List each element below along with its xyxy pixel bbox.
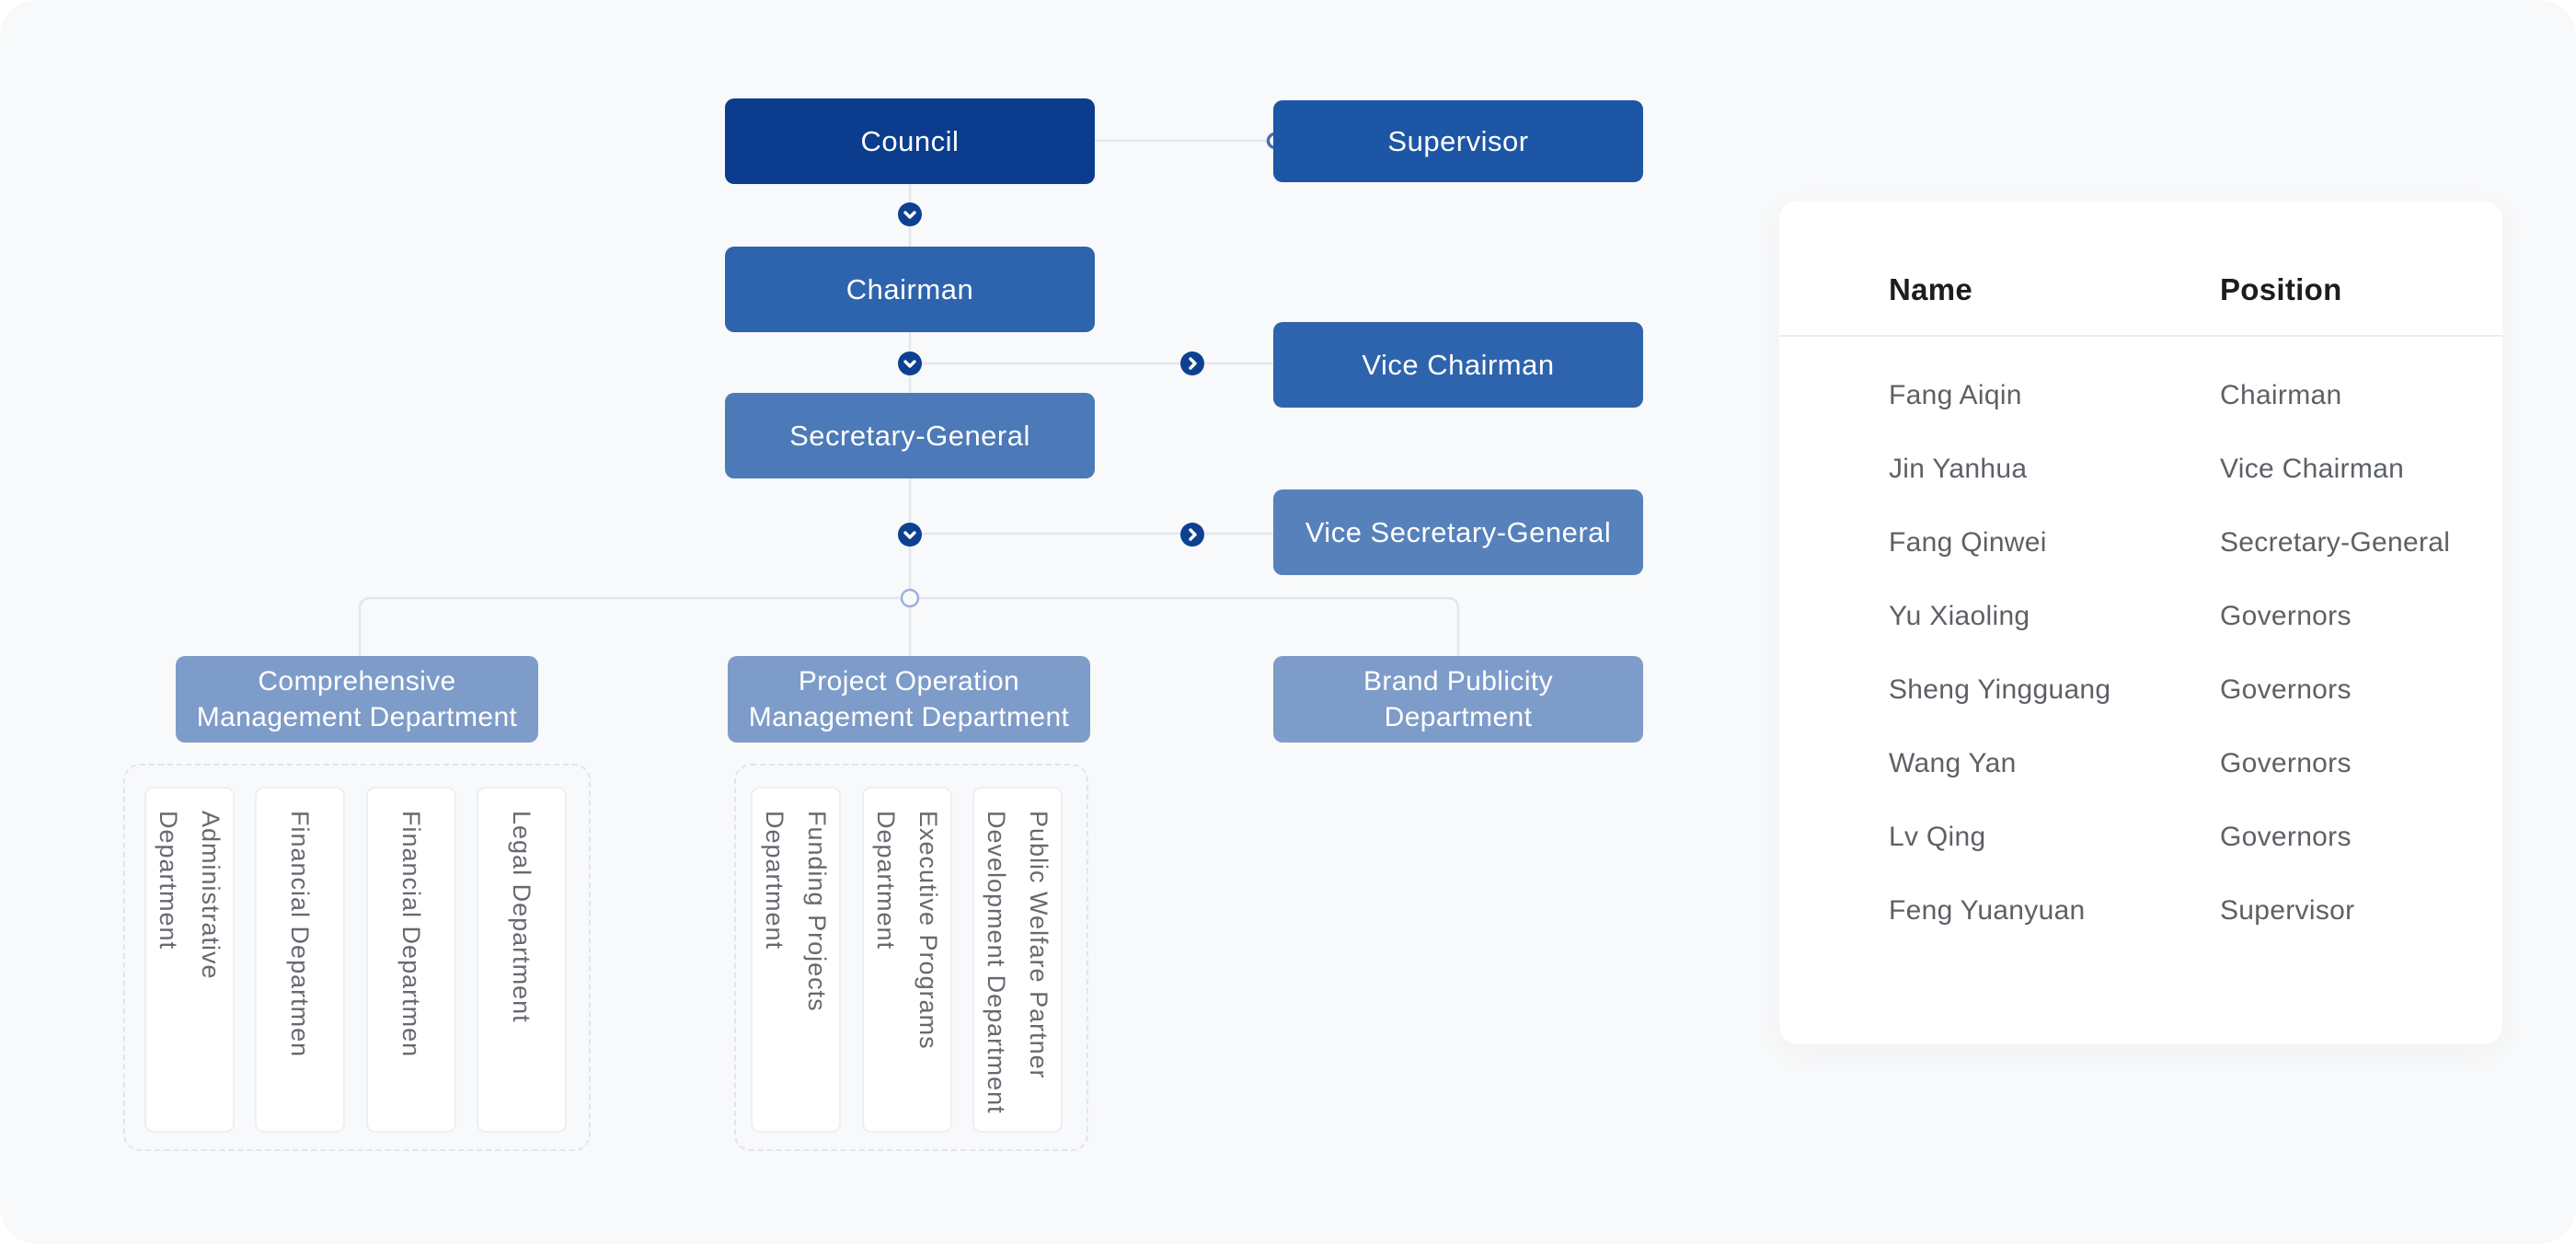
table-row: Lv Qing Governors (1779, 801, 2502, 874)
org-node-chairman[interactable]: Chairman (725, 247, 1095, 332)
member-position: Vice Chairman (2220, 454, 2405, 484)
member-position: Governors (2220, 822, 2352, 852)
vertical-label-line: Financial Departmen (397, 811, 425, 1058)
sub-department-card-public-welfare-partner: Public Welfare Partner Development Depar… (972, 787, 1063, 1133)
member-name: Sheng Yingguang (1889, 674, 2111, 705)
table-row: Jin Yanhua Vice Chairman (1779, 432, 2502, 506)
sub-group-comprehensive: Administrative Department Financial Depa… (123, 764, 591, 1151)
table-row: Fang Qinwei Secretary-General (1779, 506, 2502, 580)
table-header-name: Name (1889, 272, 1973, 306)
org-node-label-line: Project Operation (798, 666, 1020, 697)
member-position: Chairman (2220, 380, 2342, 410)
vertical-label-line: Department (155, 811, 182, 950)
connector-branch-right (910, 596, 1460, 656)
member-name: Wang Yan (1889, 748, 2017, 778)
org-node-label-line: Department (1384, 702, 1533, 732)
table-row: Sheng Yingguang Governors (1779, 653, 2502, 727)
chevron-down-icon[interactable] (898, 523, 922, 547)
org-node-label: Council (860, 124, 960, 157)
org-node-council[interactable]: Council (725, 98, 1095, 184)
vertical-label: Financial Departmen (390, 811, 432, 1057)
vertical-label-line: Legal Department (508, 811, 535, 1023)
org-node-label: Vice Chairman (1362, 348, 1555, 381)
org-node-label-line: Brand Publicity (1363, 666, 1554, 697)
org-node-project-operation-management-department[interactable]: Project Operation Management Department (728, 656, 1090, 743)
member-name: Lv Qing (1889, 822, 1986, 852)
member-name: Fang Aiqin (1889, 380, 2022, 410)
chevron-down-icon[interactable] (898, 202, 922, 226)
vertical-label-line: Public Welfare Partner (1025, 811, 1052, 1079)
member-name: Feng Yuanyuan (1889, 895, 2086, 926)
chevron-right-icon[interactable] (1180, 351, 1204, 375)
table-body: Fang Aiqin Chairman Jin Yanhua Vice Chai… (1779, 359, 2502, 948)
vertical-label-line: Administrative (197, 811, 224, 980)
org-node-label-line: Management Department (196, 702, 518, 732)
chevron-right-icon[interactable] (1180, 523, 1204, 547)
vertical-label: Legal Department (500, 811, 543, 1023)
sub-department-card-administrative: Administrative Department (144, 787, 235, 1133)
member-name: Fang Qinwei (1889, 527, 2047, 558)
member-position: Secretary-General (2220, 527, 2451, 558)
vertical-label: Public Welfare Partner Development Depar… (975, 811, 1060, 1114)
table-header-divider (1779, 335, 2502, 337)
org-node-supervisor[interactable]: Supervisor (1273, 100, 1643, 182)
sub-department-card-financial: Financial Departmen (255, 787, 345, 1133)
vertical-label: Executive Programs Department (865, 811, 949, 1050)
vertical-label-line: Financial Departmen (286, 811, 314, 1058)
org-node-vice-secretary-general[interactable]: Vice Secretary-General (1273, 490, 1643, 575)
chevron-down-icon[interactable] (898, 351, 922, 375)
org-node-label: Vice Secretary-General (1305, 515, 1612, 548)
member-position: Governors (2220, 748, 2352, 778)
org-node-brand-publicity-department[interactable]: Brand Publicity Department (1273, 656, 1643, 743)
sub-department-card-funding-projects: Funding Projects Department (751, 787, 841, 1133)
table-header-position: Position (2220, 272, 2342, 306)
vertical-label-line: Funding Projects (803, 811, 831, 1012)
org-node-secretary-general[interactable]: Secretary-General (725, 393, 1095, 478)
table-row: Feng Yuanyuan Supervisor (1779, 874, 2502, 948)
member-name: Yu Xiaoling (1889, 601, 2030, 631)
vertical-label: Funding Projects Department (753, 811, 838, 1012)
vertical-label: Financial Departmen (279, 811, 321, 1057)
org-node-label-line: Management Department (748, 702, 1070, 732)
connector-branch-left (358, 596, 910, 656)
vertical-label-line: Executive Programs (914, 811, 942, 1050)
vertical-label-line: Department (761, 811, 788, 950)
table-row: Yu Xiaoling Governors (1779, 580, 2502, 653)
table-header-row: Name Position (1779, 201, 2502, 335)
member-position: Supervisor (2220, 895, 2355, 926)
member-position: Governors (2220, 601, 2352, 631)
sub-group-project-operation: Funding Projects Department Executive Pr… (734, 764, 1088, 1151)
vertical-label: Administrative Department (147, 811, 232, 980)
org-node-label: Supervisor (1387, 124, 1529, 157)
member-name: Jin Yanhua (1889, 454, 2028, 484)
table-row: Fang Aiqin Chairman (1779, 359, 2502, 432)
sub-department-card-executive-programs: Executive Programs Department (862, 787, 952, 1133)
member-position: Governors (2220, 674, 2352, 705)
org-node-label: Secretary-General (789, 419, 1030, 452)
org-node-label-line: Comprehensive (258, 666, 456, 697)
sub-department-card-legal: Legal Department (477, 787, 567, 1133)
org-node-label: Chairman (845, 272, 974, 305)
sub-department-card-financial: Financial Departmen (366, 787, 456, 1133)
table-row: Wang Yan Governors (1779, 727, 2502, 801)
org-node-vice-chairman[interactable]: Vice Chairman (1273, 322, 1643, 408)
vertical-label-line: Department (872, 811, 900, 950)
members-table-card: Name Position Fang Aiqin Chairman Jin Ya… (1779, 201, 2502, 1044)
org-node-comprehensive-management-department[interactable]: Comprehensive Management Department (176, 656, 538, 743)
junction-dot (900, 588, 920, 608)
vertical-label-line: Development Department (983, 811, 1010, 1114)
